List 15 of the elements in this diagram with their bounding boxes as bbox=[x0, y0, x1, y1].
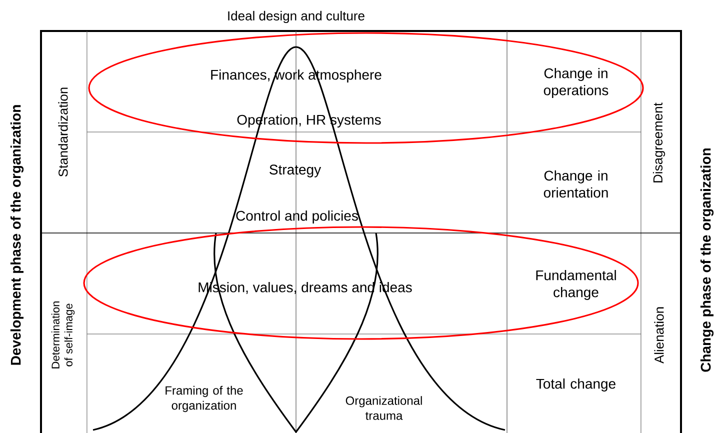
cell-label: Control and policies bbox=[236, 210, 358, 224]
axis-label: Change phase of the organization bbox=[700, 148, 714, 372]
cell-label: Framing of the organization bbox=[166, 386, 243, 412]
cell-label: Strategy bbox=[270, 164, 322, 178]
cell-label: Organizational trauma bbox=[346, 396, 422, 420]
cell-label: Alienation bbox=[654, 307, 664, 364]
cell-label: Determination of self-image bbox=[51, 302, 75, 368]
cell-label: Fundamental change bbox=[536, 270, 616, 300]
cell-label: Ideal design and culture bbox=[228, 10, 364, 24]
axis-label: Development phase of the organization bbox=[10, 105, 24, 365]
cell-label: Change in operations bbox=[544, 68, 608, 98]
cell-label: Total change bbox=[536, 378, 616, 392]
cell-label: Standardization bbox=[58, 88, 68, 177]
cell-label: Disagreement bbox=[652, 102, 666, 182]
cell-label: Change in orientation bbox=[544, 170, 608, 198]
